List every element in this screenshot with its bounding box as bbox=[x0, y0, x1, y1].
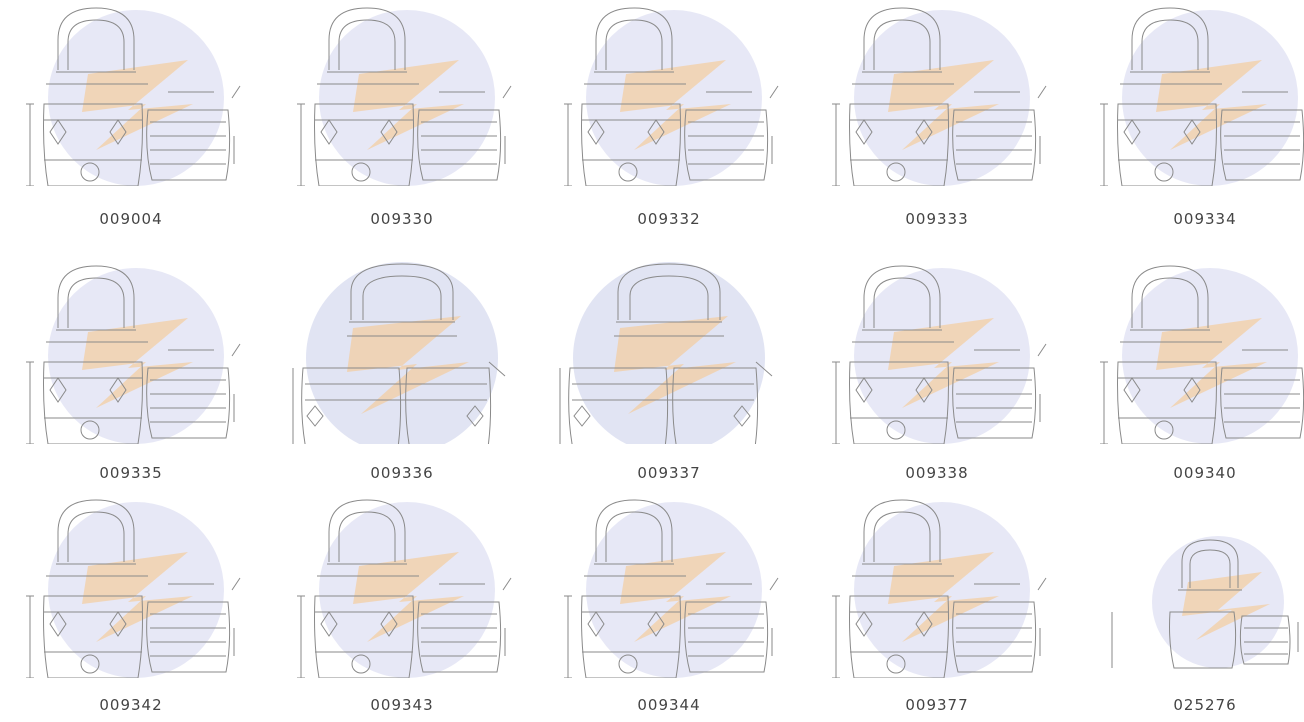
product-code[interactable]: 025276 bbox=[1173, 696, 1237, 714]
product-code[interactable]: 009340 bbox=[1173, 464, 1237, 482]
technical-drawing-icon[interactable] bbox=[289, 0, 515, 186]
product-code[interactable]: 009333 bbox=[905, 210, 969, 228]
product-code[interactable]: 009337 bbox=[637, 464, 701, 482]
technical-drawing-icon[interactable] bbox=[1092, 492, 1304, 678]
product-card[interactable]: 009336 bbox=[289, 258, 515, 488]
product-code[interactable]: 009343 bbox=[370, 696, 434, 714]
product-card[interactable]: 009335 bbox=[18, 258, 244, 488]
product-code[interactable]: 009336 bbox=[370, 464, 434, 482]
technical-drawing-icon[interactable] bbox=[824, 0, 1050, 186]
product-code[interactable]: 009334 bbox=[1173, 210, 1237, 228]
technical-drawing-icon[interactable] bbox=[1092, 258, 1304, 444]
technical-drawing-icon[interactable] bbox=[556, 492, 782, 678]
product-card[interactable]: 009377 bbox=[824, 492, 1050, 722]
product-code[interactable]: 009004 bbox=[99, 210, 163, 228]
product-card[interactable]: 009334 bbox=[1092, 0, 1304, 230]
technical-drawing-icon[interactable] bbox=[18, 258, 244, 444]
product-card[interactable]: 009340 bbox=[1092, 258, 1304, 488]
product-card[interactable]: 009330 bbox=[289, 0, 515, 230]
technical-drawing-icon[interactable] bbox=[289, 492, 515, 678]
product-card[interactable]: 025276 bbox=[1092, 492, 1304, 722]
product-code[interactable]: 009332 bbox=[637, 210, 701, 228]
product-card[interactable]: 009338 bbox=[824, 258, 1050, 488]
product-card[interactable]: 009004 bbox=[18, 0, 244, 230]
product-code[interactable]: 009377 bbox=[905, 696, 969, 714]
technical-drawing-icon[interactable] bbox=[824, 258, 1050, 444]
product-card[interactable]: 009344 bbox=[556, 492, 782, 722]
product-card[interactable]: 009337 bbox=[556, 258, 782, 488]
technical-drawing-icon[interactable] bbox=[556, 0, 782, 186]
technical-drawing-icon[interactable] bbox=[824, 492, 1050, 678]
technical-drawing-icon[interactable] bbox=[1092, 0, 1304, 186]
technical-drawing-icon[interactable] bbox=[18, 0, 244, 186]
product-code[interactable]: 009342 bbox=[99, 696, 163, 714]
technical-drawing-icon[interactable] bbox=[289, 258, 515, 444]
product-card[interactable]: 009332 bbox=[556, 0, 782, 230]
product-card[interactable]: 009342 bbox=[18, 492, 244, 722]
product-code[interactable]: 009344 bbox=[637, 696, 701, 714]
technical-drawing-icon[interactable] bbox=[18, 492, 244, 678]
product-code[interactable]: 009330 bbox=[370, 210, 434, 228]
product-card[interactable]: 009343 bbox=[289, 492, 515, 722]
product-code[interactable]: 009335 bbox=[99, 464, 163, 482]
product-card[interactable]: 009333 bbox=[824, 0, 1050, 230]
product-code[interactable]: 009338 bbox=[905, 464, 969, 482]
technical-drawing-icon[interactable] bbox=[556, 258, 782, 444]
